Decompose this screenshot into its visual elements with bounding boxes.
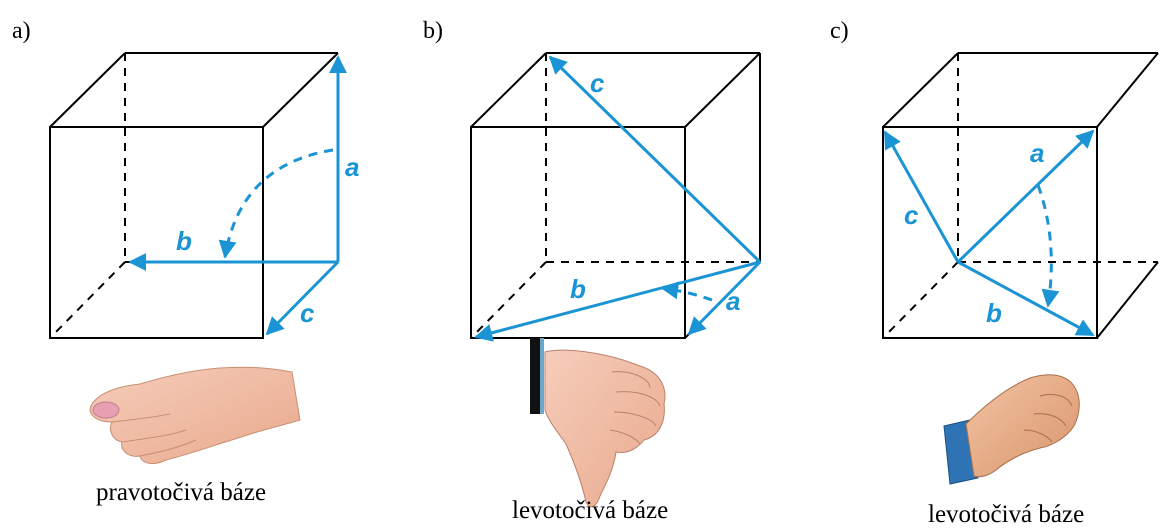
cube-front-face <box>49 126 264 339</box>
rotation-arc-arrow <box>660 281 713 302</box>
cube-front-face <box>882 126 1098 339</box>
panel-b-caption: levotočivá báze <box>512 497 668 524</box>
panel-a-cube <box>49 52 339 339</box>
cube-edge <box>49 52 126 128</box>
panel-b-letter: b) <box>423 18 443 44</box>
panel-c-caption: levotočivá báze <box>928 501 1084 528</box>
rotation-arc-arrow <box>1036 184 1060 308</box>
thumbnail-icon <box>92 401 120 419</box>
panel-c-cube <box>882 52 1159 339</box>
vector-a-arrow <box>687 260 762 336</box>
panel-c-letter: c) <box>830 18 849 44</box>
cube-edge <box>1096 261 1159 339</box>
cube-front-face <box>470 126 686 339</box>
cube-hidden-edge <box>470 261 547 339</box>
panel-a-letter: a) <box>12 18 31 44</box>
panel-b-cube <box>470 52 761 339</box>
thumbs-down-hand-icon <box>530 338 666 508</box>
vector-c-label: c <box>904 200 919 230</box>
vector-b-label: b <box>570 274 586 304</box>
vector-a-label: a <box>726 286 740 316</box>
vector-b-arrow <box>957 260 1095 337</box>
panel-a-vectors: a b c <box>128 55 359 336</box>
cube-edge <box>882 52 959 128</box>
vector-a-arrow <box>956 129 1095 264</box>
vector-c-arrow <box>265 260 340 336</box>
cube-hidden-edge <box>49 261 126 339</box>
cube-edge <box>262 52 339 128</box>
panel-b: b) c b a <box>423 18 762 524</box>
cube-edge <box>470 52 547 128</box>
panel-b-vectors: c b a <box>474 55 762 342</box>
vector-c-arrow <box>548 55 762 264</box>
cube-hidden-edge <box>882 261 959 339</box>
panel-a: a) a b c pravotoči <box>12 18 359 506</box>
panel-c: c) a c b levotočivá báze <box>830 18 1159 528</box>
vector-c-label: c <box>300 298 315 328</box>
fist-hand-icon <box>943 374 1080 485</box>
vector-a-label: a <box>1030 138 1044 168</box>
vector-a-label: a <box>345 152 359 182</box>
cube-edge <box>1096 52 1159 128</box>
vector-b-arrow <box>474 260 761 342</box>
panel-c-vectors: a c b <box>883 129 1095 337</box>
vector-c-label: c <box>590 68 605 98</box>
panel-a-caption: pravotočivá báze <box>96 479 266 506</box>
vector-c-arrow <box>883 130 960 263</box>
vector-b-label: b <box>986 298 1002 328</box>
vector-b-label: b <box>176 226 192 256</box>
cube-edge <box>684 52 761 128</box>
rotation-arc-arrow <box>218 148 334 259</box>
pointing-hand-icon <box>89 366 301 464</box>
